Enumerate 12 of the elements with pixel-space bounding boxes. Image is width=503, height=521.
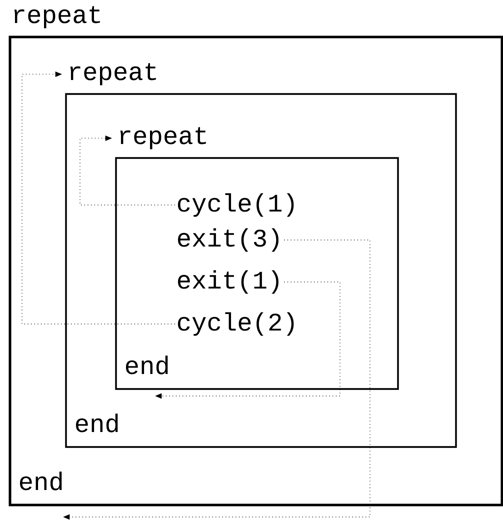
- keyword-label: end: [20, 472, 62, 490]
- statement-label: cycle(1): [178, 193, 294, 217]
- keyword-label: end: [126, 356, 168, 374]
- keyword-label: repeat: [14, 6, 100, 28]
- keyword-label: repeat: [120, 127, 206, 150]
- keyword-label: end: [76, 414, 118, 432]
- loop-arrow: [80, 135, 176, 206]
- keyword-label: repeat: [70, 63, 156, 86]
- statement-label: exit(1): [178, 270, 278, 294]
- statement-label: exit(3): [178, 228, 278, 252]
- statement-label: cycle(2): [178, 312, 294, 336]
- loop-arrow: [22, 71, 176, 324]
